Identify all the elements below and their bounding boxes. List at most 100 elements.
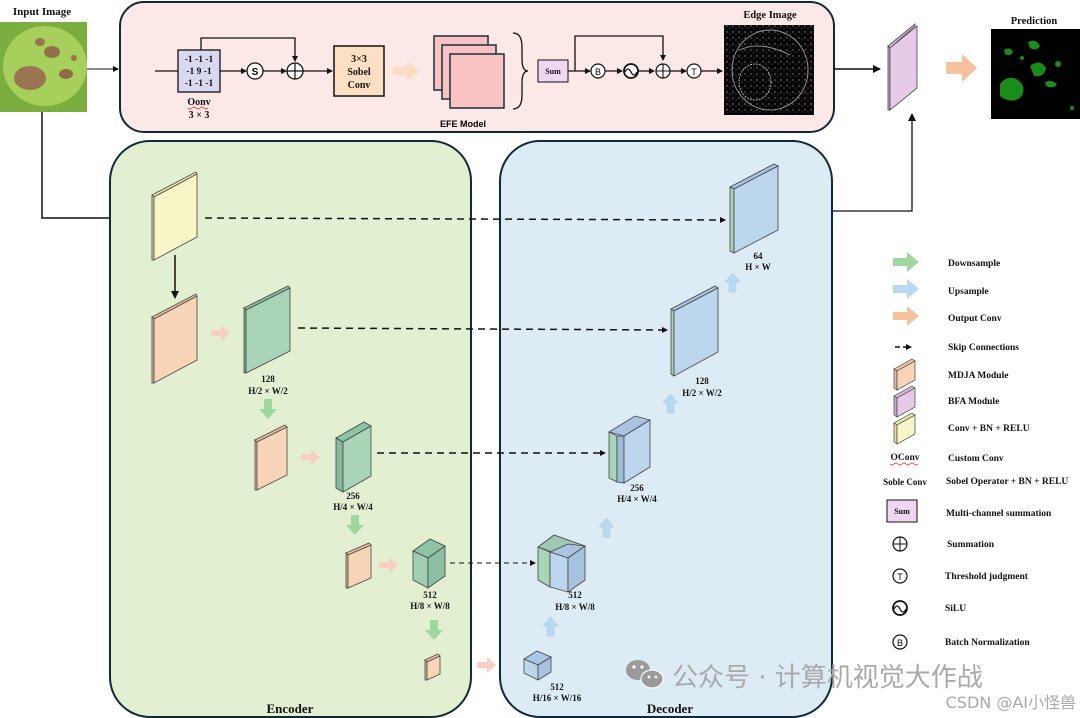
legend-purple-block-icon [893,385,916,418]
oconv-residual-line [200,37,298,62]
orange-arrow-icon [379,557,398,573]
svg-text:128: 128 [261,374,275,384]
decoder-block-512-h8 [537,534,587,593]
encoder-block-512 [412,538,446,589]
svg-text:Custom Conv: Custom Conv [948,454,1004,464]
decoder-block-512-h16 [523,650,552,681]
legend-orange-arrow-icon [893,306,919,326]
encoder-block-128 [243,285,291,374]
decoder-block-128 [670,285,719,377]
legend-oconv-symbol: OConv [890,453,919,463]
orange-arrow-icon [211,325,230,341]
oconv-label: Oonv [187,97,210,108]
decoder-block-256 [607,415,652,484]
svg-text:Conv + BN + RELU: Conv + BN + RELU [948,424,1030,434]
svg-text:Sobel: Sobel [347,67,371,78]
kernel-row-3: -1 -1 -1 [185,79,214,89]
wechat-icon [626,660,664,689]
decoder-block-64 [729,163,779,254]
legend-blue-arrow-icon [893,279,919,299]
legend-sum-box-icon [886,499,918,523]
prediction-image [991,29,1080,119]
svg-text:B: B [595,67,601,77]
watermark-line2: CSDN @AI小怪兽 [946,693,1076,712]
input-image [0,22,87,112]
svg-text:Upsample: Upsample [948,287,989,297]
legend-yellow-block-icon [893,412,916,445]
mdja-block-1 [151,293,198,384]
svg-text:H/4 × W/4: H/4 × W/4 [617,494,657,504]
skip-connections [204,216,726,566]
svg-text:H/2 × W/2: H/2 × W/2 [248,386,288,396]
svg-text:H/8 × W/8: H/8 × W/8 [410,601,450,611]
svg-text:Sobel Operator + BN + RELU: Sobel Operator + BN + RELU [946,477,1068,487]
legend-t-circle-icon [892,568,908,584]
green-arrow-icon [425,620,443,640]
svg-text:T: T [897,572,903,582]
skip-connection-128 [297,326,668,333]
edge-image [724,25,814,115]
svg-text:512: 512 [568,590,582,600]
blue-arrow-icon [724,272,741,293]
oconv-size: 3 × 3 [189,110,210,121]
mdja-block-3 [345,542,372,589]
svg-text:Downsample: Downsample [948,259,1000,269]
svg-text:S: S [252,67,259,78]
svg-text:Conv: Conv [348,80,371,91]
feature-map-stack [433,35,505,109]
svg-text:Skip Connections: Skip Connections [948,343,1019,353]
efe-module-label: EFE Model [440,119,486,129]
svg-text:BFA Module: BFA Module [948,397,999,407]
blue-arrow-icon [598,517,615,538]
skip-connection-64 [204,216,726,223]
svg-text:H × W: H × W [745,262,770,272]
prediction-label: Prediction [1011,16,1058,27]
legend-orange-block-icon [893,358,916,391]
legend-soble-symbol: Soble Conv [883,477,927,487]
watermark: 公众号 · 计算机视觉大作战 CSDN @AI小怪兽 [626,660,1076,712]
svg-text:64: 64 [754,251,764,261]
svg-text:B: B [897,638,903,648]
sum-residual-line [574,35,666,71]
svg-text:H/2 × W/2: H/2 × W/2 [682,388,722,398]
watermark-line1: 公众号 · 计算机视觉大作战 [672,663,983,693]
svg-text:Batch Normalization: Batch Normalization [945,638,1030,648]
edge-image-label: Edge Image [743,10,797,21]
mdja-block-4 [424,653,441,681]
svg-text:Output Conv: Output Conv [948,314,1002,324]
legend-green-arrow-icon [893,252,919,272]
svg-text:Sum: Sum [545,67,561,76]
orange-arrow-icon [393,61,419,81]
kernel-row-1: -1 -1 -1 [185,55,214,65]
svg-text:512: 512 [423,590,437,600]
conv-bn-relu-block [151,171,198,261]
blue-arrow-icon [542,616,559,637]
input-image-label: Input Image [13,6,71,18]
sobel-conv-box [333,45,385,97]
mdja-block-2 [254,424,288,491]
svg-text:H/16 × W/16: H/16 × W/16 [533,693,582,703]
bfa-module-block [887,23,918,111]
svg-text:MDJA Module: MDJA Module [948,371,1008,381]
encoder-label: Encoder [267,701,314,716]
svg-text:H/4 × W/4: H/4 × W/4 [333,502,373,512]
svg-text:Multi-channel summation: Multi-channel summation [946,509,1052,519]
encoder-block-256 [335,421,372,493]
svg-text:256: 256 [346,491,360,501]
svg-text:512: 512 [550,682,564,692]
svg-text:256: 256 [630,483,644,493]
green-arrow-icon [346,515,364,535]
orange-arrow-icon [301,449,320,465]
orange-arrow-icon [477,657,496,673]
kernel-row-2: -1 9 -1 [186,67,212,77]
svg-text:Summation: Summation [947,540,995,550]
encoder-panel [109,140,472,718]
svg-text:Threshold judgment: Threshold judgment [945,572,1029,582]
svg-text:H/8 × W/8: H/8 × W/8 [555,602,595,612]
spellcheck-squiggle [187,106,209,110]
svg-text:T: T [691,67,697,77]
svg-text:128: 128 [695,376,709,386]
blue-arrow-icon [662,393,679,414]
svg-text:3×3: 3×3 [351,54,367,65]
